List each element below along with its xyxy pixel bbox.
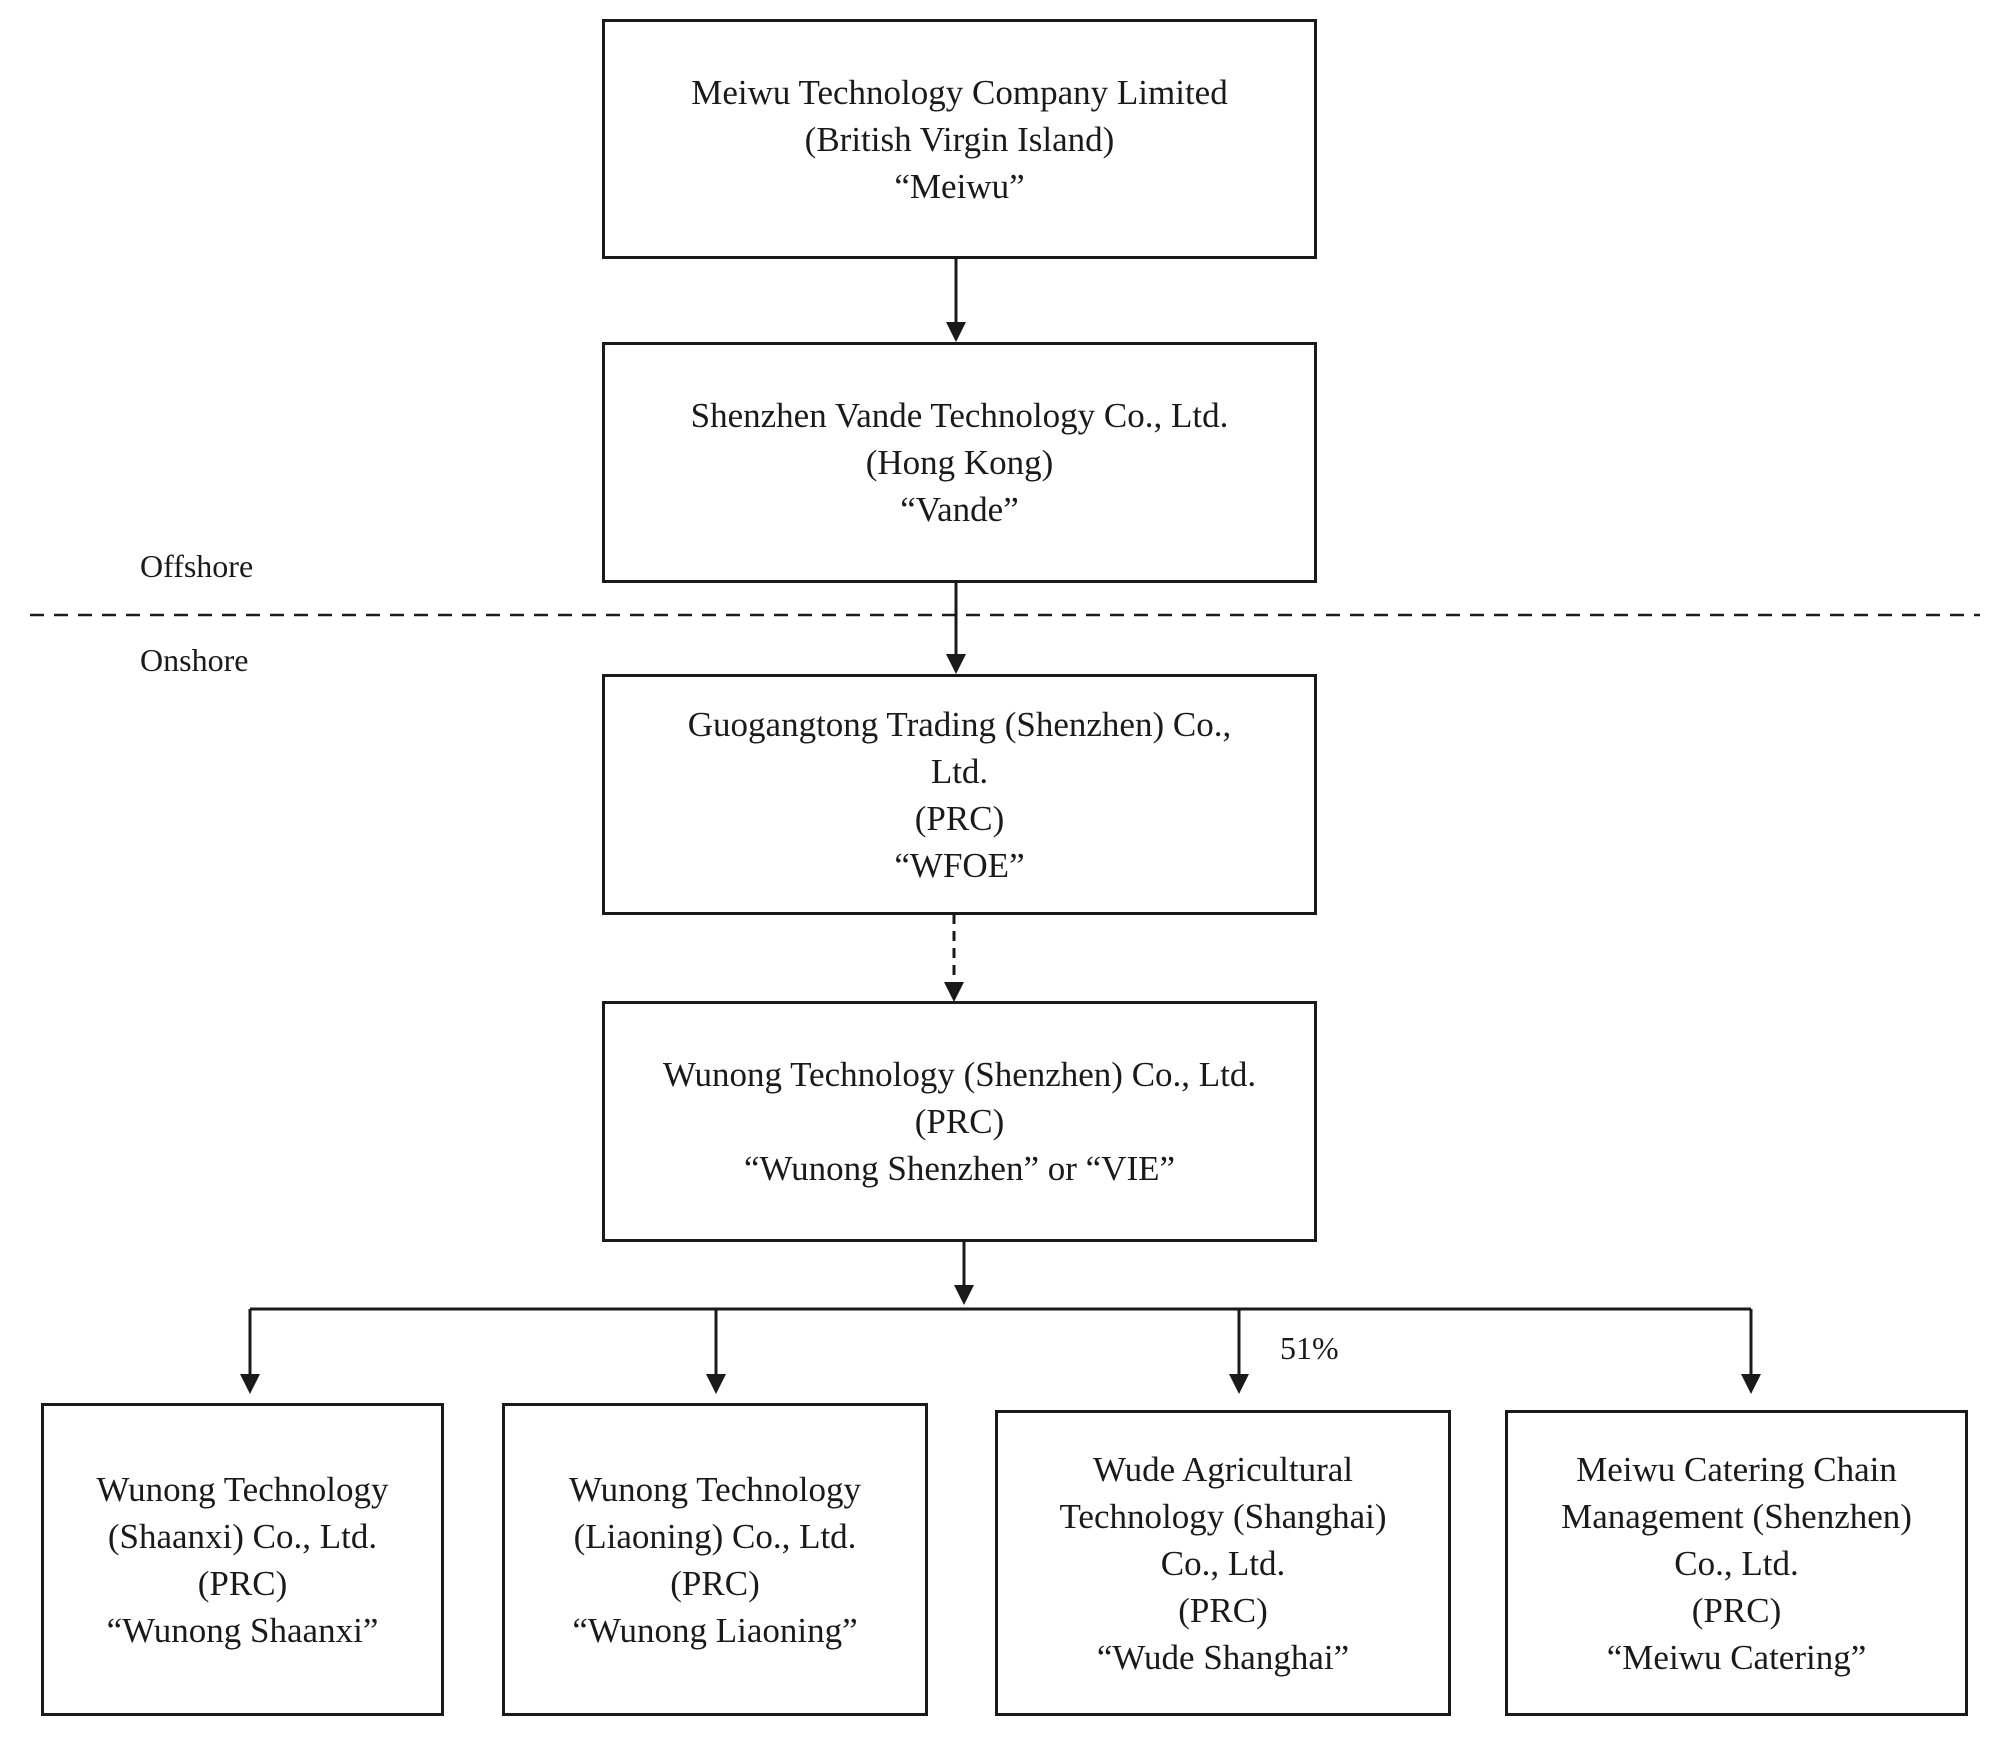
entity-alias: “Wunong Liaoning” (572, 1610, 858, 1650)
arrow-bus-to-wude (1229, 1309, 1249, 1394)
arrow-vie-to-subsidiaries-bus (954, 1241, 974, 1305)
arrow-bus-to-liaoning (706, 1309, 726, 1394)
entity-box-wude-shanghai: Wude Agricultural Technology (Shanghai) … (995, 1410, 1451, 1716)
entity-jurisdiction: (Hong Kong) (865, 443, 1054, 482)
entity-name-line1: Wunong Technology (569, 1469, 861, 1509)
arrow-vande-to-wfoe (946, 582, 966, 674)
entity-name-line3: Co., Ltd. (1674, 1543, 1799, 1583)
entity-box-vie: Wunong Technology (Shenzhen) Co., Ltd. (… (602, 1001, 1317, 1242)
entity-jurisdiction: (British Virgin Island) (804, 119, 1115, 159)
entity-name-line1: Meiwu Catering Chain (1576, 1449, 1897, 1489)
entity-name-line2: Technology (Shanghai) (1059, 1496, 1387, 1536)
entity-box-wunong-shaanxi: Wunong Technology (Shaanxi) Co., Ltd. (P… (41, 1403, 444, 1716)
entity-alias: “Wude Shanghai” (1096, 1637, 1350, 1677)
entity-jurisdiction: (PRC) (914, 1102, 1005, 1141)
entity-alias: “Meiwu” (894, 166, 1025, 206)
entity-alias: “Meiwu Catering” (1606, 1637, 1867, 1677)
entity-box-wfoe: Guogangtong Trading (Shenzhen) Co., Ltd.… (602, 674, 1317, 915)
entity-name-line3: Co., Ltd. (1160, 1543, 1286, 1583)
entity-name-line1: Wunong Technology (96, 1469, 389, 1509)
entity-alias: “WFOE” (894, 845, 1025, 885)
offshore-label: Offshore (140, 548, 254, 584)
entity-name-line2: (Shaanxi) Co., Ltd. (107, 1516, 378, 1556)
wude-ownership-percent: 51% (1280, 1330, 1339, 1366)
entity-alias: “Wunong Shenzhen” or “VIE” (743, 1149, 1176, 1188)
entity-name-line1: Guogangtong Trading (Shenzhen) Co., (687, 704, 1232, 744)
entity-box-meiwu-catering: Meiwu Catering Chain Management (Shenzhe… (1505, 1410, 1968, 1716)
entity-box-meiwu: Meiwu Technology Company Limited (Britis… (602, 19, 1317, 259)
arrow-meiwu-to-vande (946, 258, 966, 342)
entity-name: Meiwu Technology Company Limited (691, 72, 1228, 112)
entity-name-line2: (Liaoning) Co., Ltd. (573, 1516, 857, 1556)
entity-name-line2: Management (Shenzhen) (1561, 1496, 1912, 1536)
entity-jurisdiction: (PRC) (1178, 1590, 1268, 1630)
arrow-bus-to-catering (1741, 1309, 1761, 1394)
entity-name: Shenzhen Vande Technology Co., Ltd. (690, 396, 1229, 435)
onshore-label: Onshore (140, 642, 249, 678)
entity-name-line2: Ltd. (930, 751, 989, 791)
entity-box-wunong-liaoning: Wunong Technology (Liaoning) Co., Ltd. (… (502, 1403, 928, 1716)
entity-jurisdiction: (PRC) (914, 798, 1005, 838)
arrow-bus-to-shaanxi (240, 1309, 260, 1394)
entity-name-line1: Wude Agricultural (1092, 1449, 1354, 1489)
entity-name: Wunong Technology (Shenzhen) Co., Ltd. (662, 1055, 1257, 1094)
entity-alias: “Vande” (900, 490, 1019, 529)
entity-jurisdiction: (PRC) (1691, 1590, 1782, 1630)
entity-jurisdiction: (PRC) (197, 1563, 288, 1603)
dashed-arrow-wfoe-to-vie (944, 914, 964, 1002)
entity-box-vande: Shenzhen Vande Technology Co., Ltd. (Hon… (602, 342, 1317, 583)
entity-jurisdiction: (PRC) (670, 1563, 760, 1603)
entity-alias: “Wunong Shaanxi” (106, 1610, 379, 1650)
